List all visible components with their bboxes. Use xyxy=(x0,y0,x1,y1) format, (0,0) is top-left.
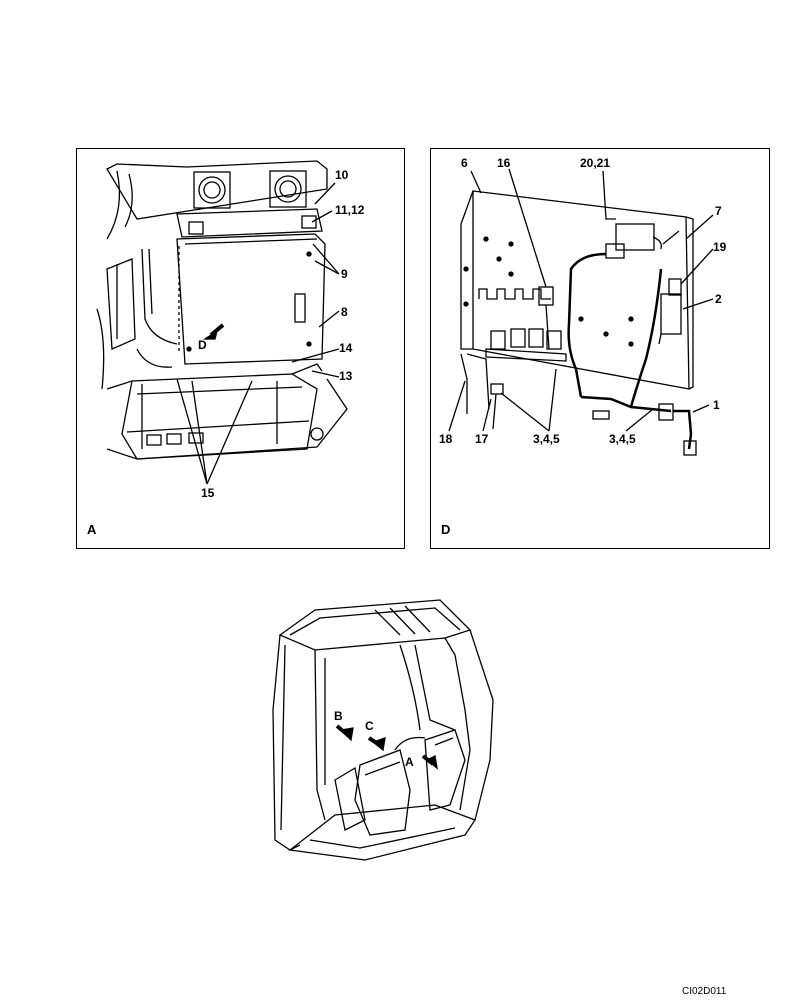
vent-right-icon xyxy=(274,175,302,203)
callout-16: 16 xyxy=(497,156,511,170)
connector-19 xyxy=(668,278,682,296)
leader-19 xyxy=(680,248,714,285)
relay-bracket xyxy=(478,288,551,300)
leader-7 xyxy=(685,214,714,240)
panel-d-drawing xyxy=(448,168,714,456)
vent-right-frame xyxy=(269,170,307,208)
leader-2 xyxy=(682,298,714,310)
cab-floor xyxy=(288,804,476,861)
vent-left-frame xyxy=(193,171,231,209)
unit-20-21 xyxy=(615,223,655,251)
lower-module xyxy=(121,373,318,460)
cab-drawing xyxy=(272,599,494,861)
callout-14: 14 xyxy=(339,341,353,355)
callout-9: 9 xyxy=(341,267,348,281)
view-d-label: D xyxy=(198,338,207,352)
callout-19: 19 xyxy=(713,240,727,254)
vent-left-icon xyxy=(198,176,226,204)
detail-panel-d: 6 16 20,21 7 19 2 1 18 17 3,4,5 3,4,5 D xyxy=(430,148,770,549)
cab-overview: B C A xyxy=(255,590,515,890)
leader-9 xyxy=(312,243,340,275)
callout-20-21: 20,21 xyxy=(580,156,611,170)
callout-6: 6 xyxy=(461,156,468,170)
view-c-label: C xyxy=(365,719,374,733)
leader-6 xyxy=(470,170,482,194)
relay-3 xyxy=(528,328,544,348)
callout-2: 2 xyxy=(715,292,722,306)
callout-1: 1 xyxy=(713,398,720,412)
leader-1 xyxy=(692,404,710,413)
panel-a-drawing xyxy=(96,160,348,485)
leader-13 xyxy=(311,370,340,378)
callout-3-4-5-left: 3,4,5 xyxy=(533,432,560,446)
connector-1 xyxy=(658,403,674,421)
leader-3-4-5-right xyxy=(625,408,654,432)
callout-13: 13 xyxy=(339,369,353,383)
upper-bracket xyxy=(176,208,323,238)
leader-10 xyxy=(314,182,336,205)
operator-seat xyxy=(354,749,411,836)
controller-box xyxy=(176,233,326,365)
drawing-reference-code: CI02D011 xyxy=(682,986,727,997)
right-console xyxy=(424,729,466,811)
detail-panel-a: 10 11,12 9 8 D 14 13 15 A xyxy=(76,148,405,549)
leader-18 xyxy=(448,380,466,432)
view-a-label: A xyxy=(405,755,414,769)
leader-15 xyxy=(176,378,253,485)
callout-8: 8 xyxy=(341,305,348,319)
panel-a-corner-label: A xyxy=(87,522,97,537)
leader-8 xyxy=(318,310,340,328)
controller-connector xyxy=(294,293,306,323)
leader-11-12 xyxy=(311,210,333,223)
callout-7: 7 xyxy=(715,204,722,218)
leader-3-4-5-left xyxy=(500,368,557,432)
left-bracket xyxy=(106,258,136,350)
cab-pillar-left xyxy=(272,634,301,851)
relay-2 xyxy=(510,328,526,348)
cab-rear-wall xyxy=(106,160,328,220)
leader-20-21 xyxy=(602,170,616,220)
module-2 xyxy=(660,293,682,335)
left-console xyxy=(334,766,366,831)
panel-d-corner-label: D xyxy=(441,522,451,537)
callout-17: 17 xyxy=(475,432,489,446)
callout-3-4-5-right: 3,4,5 xyxy=(609,432,636,446)
callout-15: 15 xyxy=(201,486,215,500)
relay-4 xyxy=(546,330,562,350)
callout-10: 10 xyxy=(335,168,349,182)
cab-side-right xyxy=(444,637,471,811)
callout-11-12: 11,12 xyxy=(335,203,365,217)
leader-16 xyxy=(508,168,547,288)
leader-17 xyxy=(482,398,492,432)
wire-harness-main xyxy=(567,252,607,398)
leader-14 xyxy=(291,348,340,363)
relay-1 xyxy=(490,330,506,350)
view-b-label: B xyxy=(334,709,343,723)
callout-18: 18 xyxy=(439,432,453,446)
